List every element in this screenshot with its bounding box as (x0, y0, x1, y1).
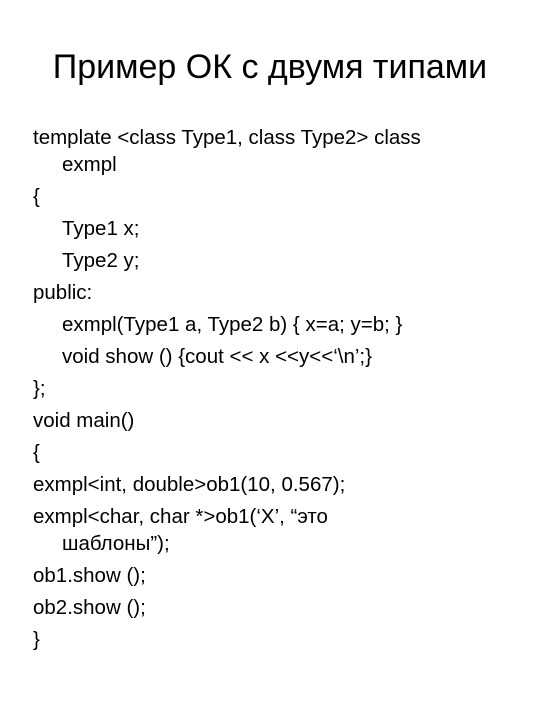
code-line: } (33, 628, 40, 651)
code-line: { (33, 441, 40, 464)
code-line: }; (33, 377, 46, 400)
code-line: public: (33, 281, 93, 304)
code-line: Type1 x; (62, 217, 140, 240)
code-line: шаблоны”); (62, 532, 170, 555)
code-line: exmpl (62, 153, 117, 176)
code-line: void show () {cout << x <<y<<‘\n’;} (62, 345, 372, 368)
code-line: ob2.show (); (33, 596, 146, 619)
code-line: exmpl<char, char *>ob1(‘X’, “это (33, 505, 328, 528)
code-line: ob1.show (); (33, 564, 146, 587)
code-line: exmpl(Type1 a, Type2 b) { x=a; y=b; } (62, 313, 403, 336)
code-line: template <class Type1, class Type2> clas… (33, 126, 421, 149)
code-line: exmpl<int, double>ob1(10, 0.567); (33, 473, 346, 496)
code-listing: template <class Type1, class Type2> clas… (33, 124, 503, 658)
code-line: void main() (33, 409, 135, 432)
code-line: { (33, 185, 40, 208)
code-line: Type2 y; (62, 249, 140, 272)
slide-title: Пример ОК с двумя типами (52, 48, 488, 86)
